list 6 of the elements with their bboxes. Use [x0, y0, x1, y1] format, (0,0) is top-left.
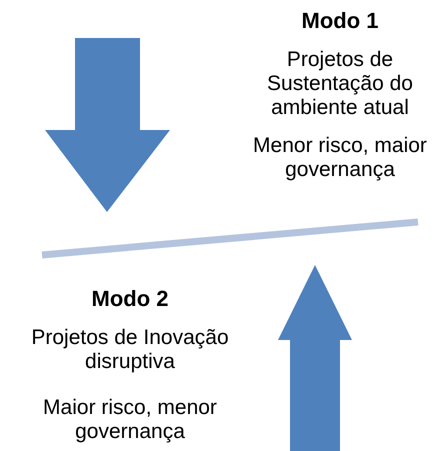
description-text: Projetos de Sustentação do ambiente atual	[266, 48, 414, 120]
description-text: Projetos de Inovação disruptiva	[30, 326, 230, 374]
mode-heading: Modo 1	[300, 8, 380, 34]
note-text: Maior risco, menor governança	[42, 396, 218, 444]
mode-heading: Modo 2	[90, 286, 170, 312]
note-text: Menor risco, maior governança	[252, 134, 428, 182]
